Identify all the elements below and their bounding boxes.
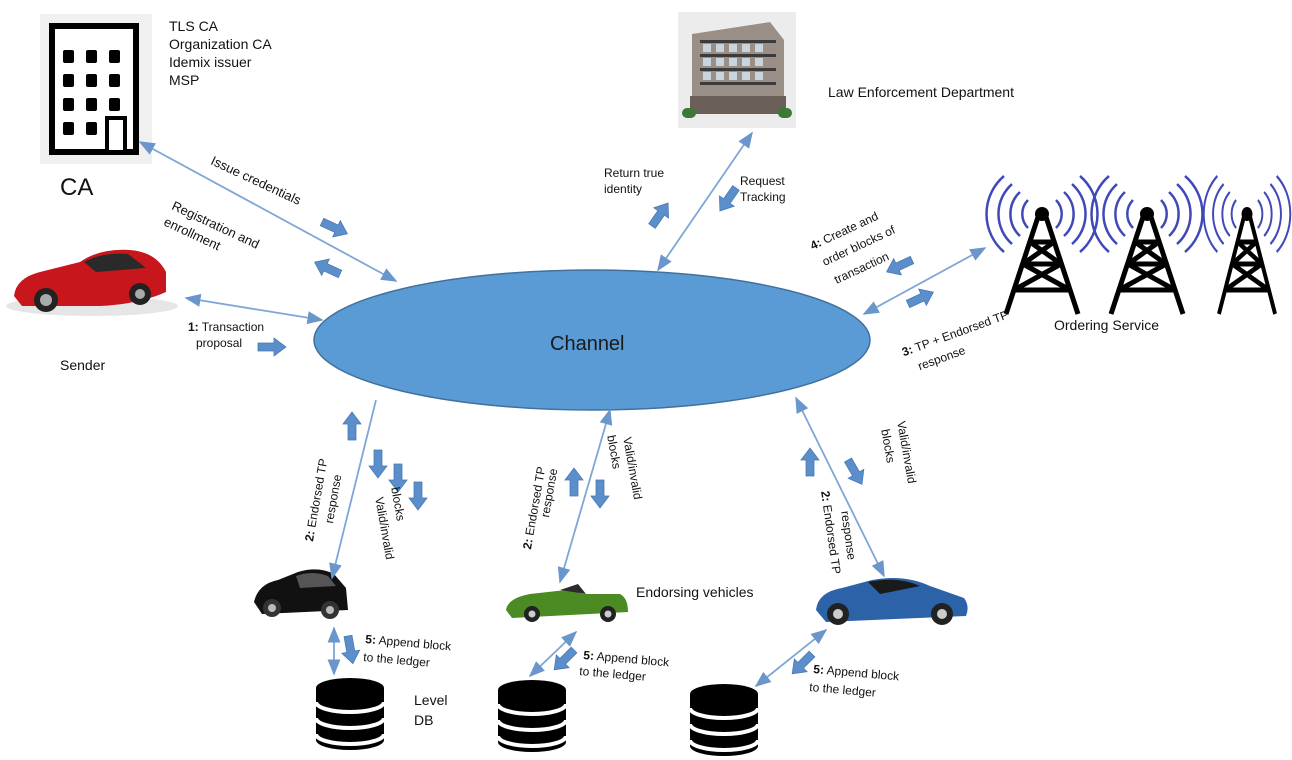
office-building-icon: [40, 14, 152, 164]
return-identity-line1: Return true: [604, 166, 665, 180]
connector-lines: [138, 131, 987, 688]
endorsing-vehicles-label: Endorsing vehicles: [636, 584, 754, 600]
database-icon: [314, 676, 386, 752]
ca-title: CA: [60, 174, 94, 201]
step1-label-line2: proposal: [196, 336, 243, 350]
ca-role-tls: TLS CA: [169, 18, 219, 34]
request-tracking-line1: Request: [740, 174, 785, 188]
leveldb-label-line2: DB: [414, 712, 434, 728]
leveldb-label-line1: Level: [414, 692, 448, 708]
sender-label: Sender: [60, 357, 106, 373]
green-convertible-icon: [506, 584, 628, 622]
sender-car-icon: [6, 249, 178, 316]
ca-role-msp: MSP: [169, 72, 200, 88]
channel-label: Channel: [550, 333, 625, 355]
law-enforcement-building-icon: [678, 12, 796, 128]
ca-role-organization: Organization CA: [169, 36, 272, 52]
database-icon: [496, 678, 568, 754]
return-identity-line2: identity: [604, 182, 643, 196]
database-icon: [688, 682, 760, 758]
antenna-tower-icon: [1204, 176, 1291, 314]
law-enforcement-label: Law Enforcement Department: [828, 84, 1014, 100]
antenna-tower-icon: [986, 176, 1097, 314]
step1-label-line1: 1: Transaction: [188, 320, 265, 334]
ca-role-idemix: Idemix issuer: [169, 54, 252, 70]
ordering-service-label: Ordering Service: [1054, 317, 1160, 333]
antenna-tower-icon: [1091, 176, 1202, 314]
black-car-icon: [254, 569, 348, 619]
request-tracking-line2: Tracking: [740, 190, 786, 204]
blue-sports-car-icon: [816, 578, 968, 625]
